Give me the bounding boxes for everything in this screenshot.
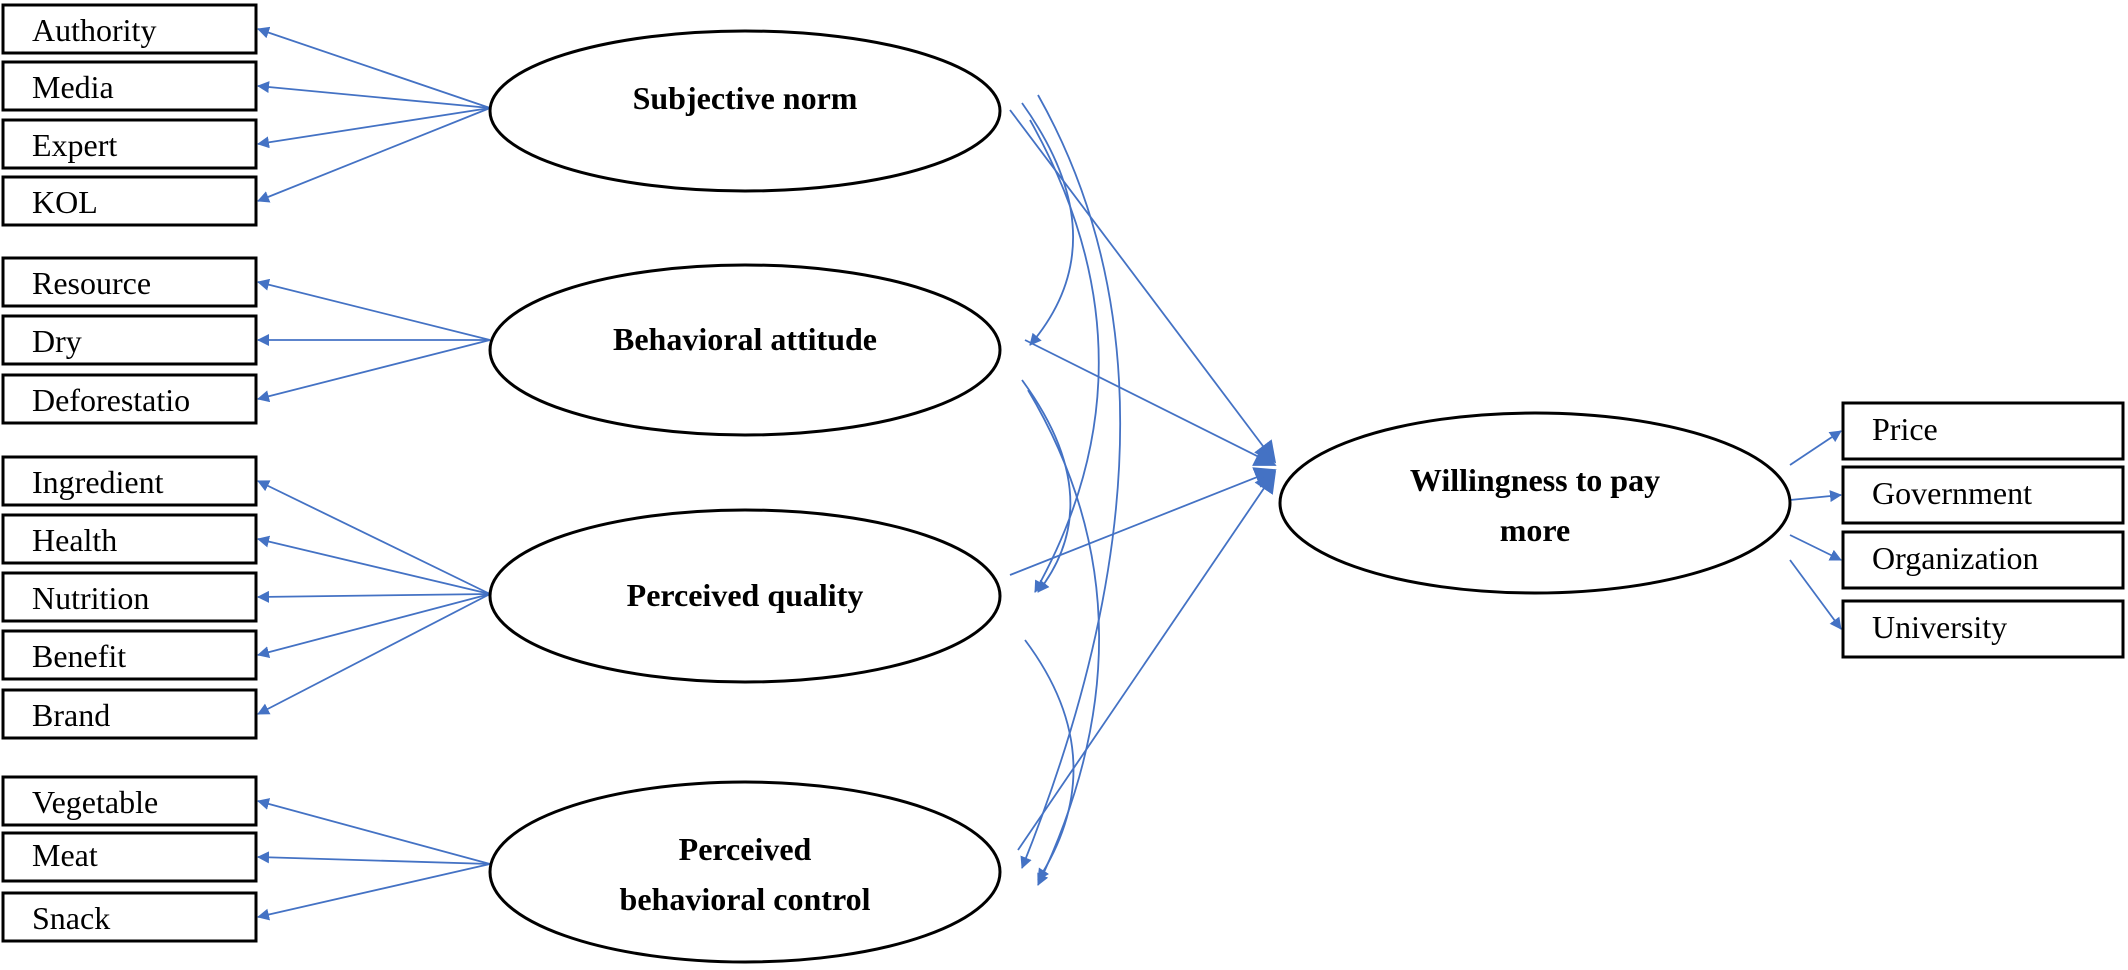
indicator-box-organization: Organization [1841, 530, 2125, 590]
loading-arrow-willingness-university [1789, 559, 1842, 630]
indicator-box-media: Media [1, 60, 258, 112]
indicator-box-ingredient: Ingredient [1, 455, 258, 507]
loading-arrow-willingness-organization [1789, 534, 1842, 561]
construct-label-perceived-control-line2: behavioral control [620, 881, 871, 917]
loading-arrow-perceived-control-0 [257, 798, 491, 865]
loading-arrow-willingness-price [1789, 430, 1842, 466]
indicator-label-health: Health [32, 522, 117, 558]
construct-label-willingness-line2: more [1500, 512, 1570, 548]
indicator-label-meat: Meat [32, 837, 98, 873]
loading-arrow-subjective-norm-3 [257, 107, 491, 203]
indicator-box-vegetable: Vegetable [1, 775, 258, 827]
path-arrow-subjective-to-willingness [1009, 109, 1277, 464]
loading-arrow-perceived-quality-1 [257, 535, 491, 595]
indicator-box-government: Government [1841, 465, 2125, 525]
indicator-label-government: Government [1872, 475, 2032, 511]
construct-label-perceived-control-line1: Perceived [679, 831, 812, 867]
indicator-label-deforestatio: Deforestatio [32, 382, 190, 418]
indicator-label-vegetable: Vegetable [32, 784, 158, 820]
construct-label-subjective-norm: Subjective norm [633, 80, 858, 116]
construct-label-willingness-line1: Willingness to pay [1410, 462, 1660, 498]
edges-layer [257, 26, 1842, 921]
loading-arrow-perceived-control-2 [257, 863, 491, 921]
indicator-box-deforestatio: Deforestatio [1, 373, 258, 425]
indicator-label-university: University [1872, 609, 2007, 645]
indicator-box-university: University [1841, 599, 2125, 659]
covariance-subjective-attitude [1021, 102, 1074, 346]
indicator-box-meat: Meat [1, 831, 258, 883]
loading-arrow-perceived-quality-3 [257, 593, 491, 659]
indicator-label-snack: Snack [32, 900, 110, 936]
indicator-label-kol: KOL [32, 184, 98, 220]
loading-arrow-perceived-quality-2 [257, 590, 491, 603]
covariance-subjective-control [1020, 94, 1122, 869]
indicator-box-price: Price [1841, 401, 2125, 461]
indicator-label-benefit: Benefit [32, 638, 126, 674]
indicator-label-media: Media [32, 69, 114, 105]
loading-arrow-subjective-norm-2 [257, 107, 491, 149]
indicator-box-kol: KOL [1, 175, 258, 227]
indicator-box-authority: Authority [1, 3, 258, 55]
construct-perceived-behavioral-control: Perceived behavioral control [488, 780, 1002, 964]
covariance-attitude-quality [1021, 379, 1072, 593]
indicator-label-resource: Resource [32, 265, 151, 301]
path-arrow-attitude-to-willingness [1024, 339, 1277, 466]
indicator-box-resource: Resource [1, 256, 258, 308]
covariance-attitude-control [1027, 389, 1100, 886]
loading-arrow-willingness-government [1789, 490, 1842, 503]
indicator-label-nutrition: Nutrition [32, 580, 149, 616]
indicator-box-expert: Expert [1, 118, 258, 170]
loading-arrow-behavioral-attitude-0 [257, 278, 491, 341]
indicator-box-health: Health [1, 513, 258, 565]
indicator-box-snack: Snack [1, 891, 258, 943]
indicator-box-brand: Brand [1, 688, 258, 740]
construct-perceived-quality: Perceived quality [488, 508, 1002, 684]
covariance-quality-control [1024, 639, 1075, 881]
indicator-label-expert: Expert [32, 127, 117, 163]
construct-subjective-norm: Subjective norm [488, 29, 1002, 193]
loading-arrow-subjective-norm-0 [257, 26, 491, 109]
indicator-box-benefit: Benefit [1, 629, 258, 681]
loading-arrow-subjective-norm-1 [257, 81, 491, 109]
loading-arrow-behavioral-attitude-2 [257, 339, 491, 403]
loading-arrow-perceived-quality-4 [257, 593, 491, 715]
construct-willingness-to-pay-more: Willingness to pay more [1278, 411, 1792, 595]
indicator-label-brand: Brand [32, 697, 110, 733]
indicator-box-dry: Dry [1, 314, 258, 366]
path-arrow-quality-to-willingness [1009, 467, 1277, 576]
construct-label-behavioral-attitude: Behavioral attitude [613, 321, 877, 357]
covariance-subjective-quality [1029, 119, 1100, 593]
loading-arrow-perceived-quality-0 [257, 480, 491, 595]
construct-behavioral-attitude: Behavioral attitude [488, 263, 1002, 437]
construct-label-perceived-quality: Perceived quality [627, 577, 864, 613]
indicator-label-authority: Authority [32, 12, 156, 48]
indicator-label-price: Price [1872, 411, 1938, 447]
indicator-label-organization: Organization [1872, 540, 2038, 576]
loading-arrow-perceived-control-1 [257, 851, 491, 865]
indicator-label-dry: Dry [32, 323, 82, 359]
indicator-label-ingredient: Ingredient [32, 464, 164, 500]
indicator-box-nutrition: Nutrition [1, 571, 258, 623]
path-arrow-control-to-willingness [1017, 470, 1277, 851]
